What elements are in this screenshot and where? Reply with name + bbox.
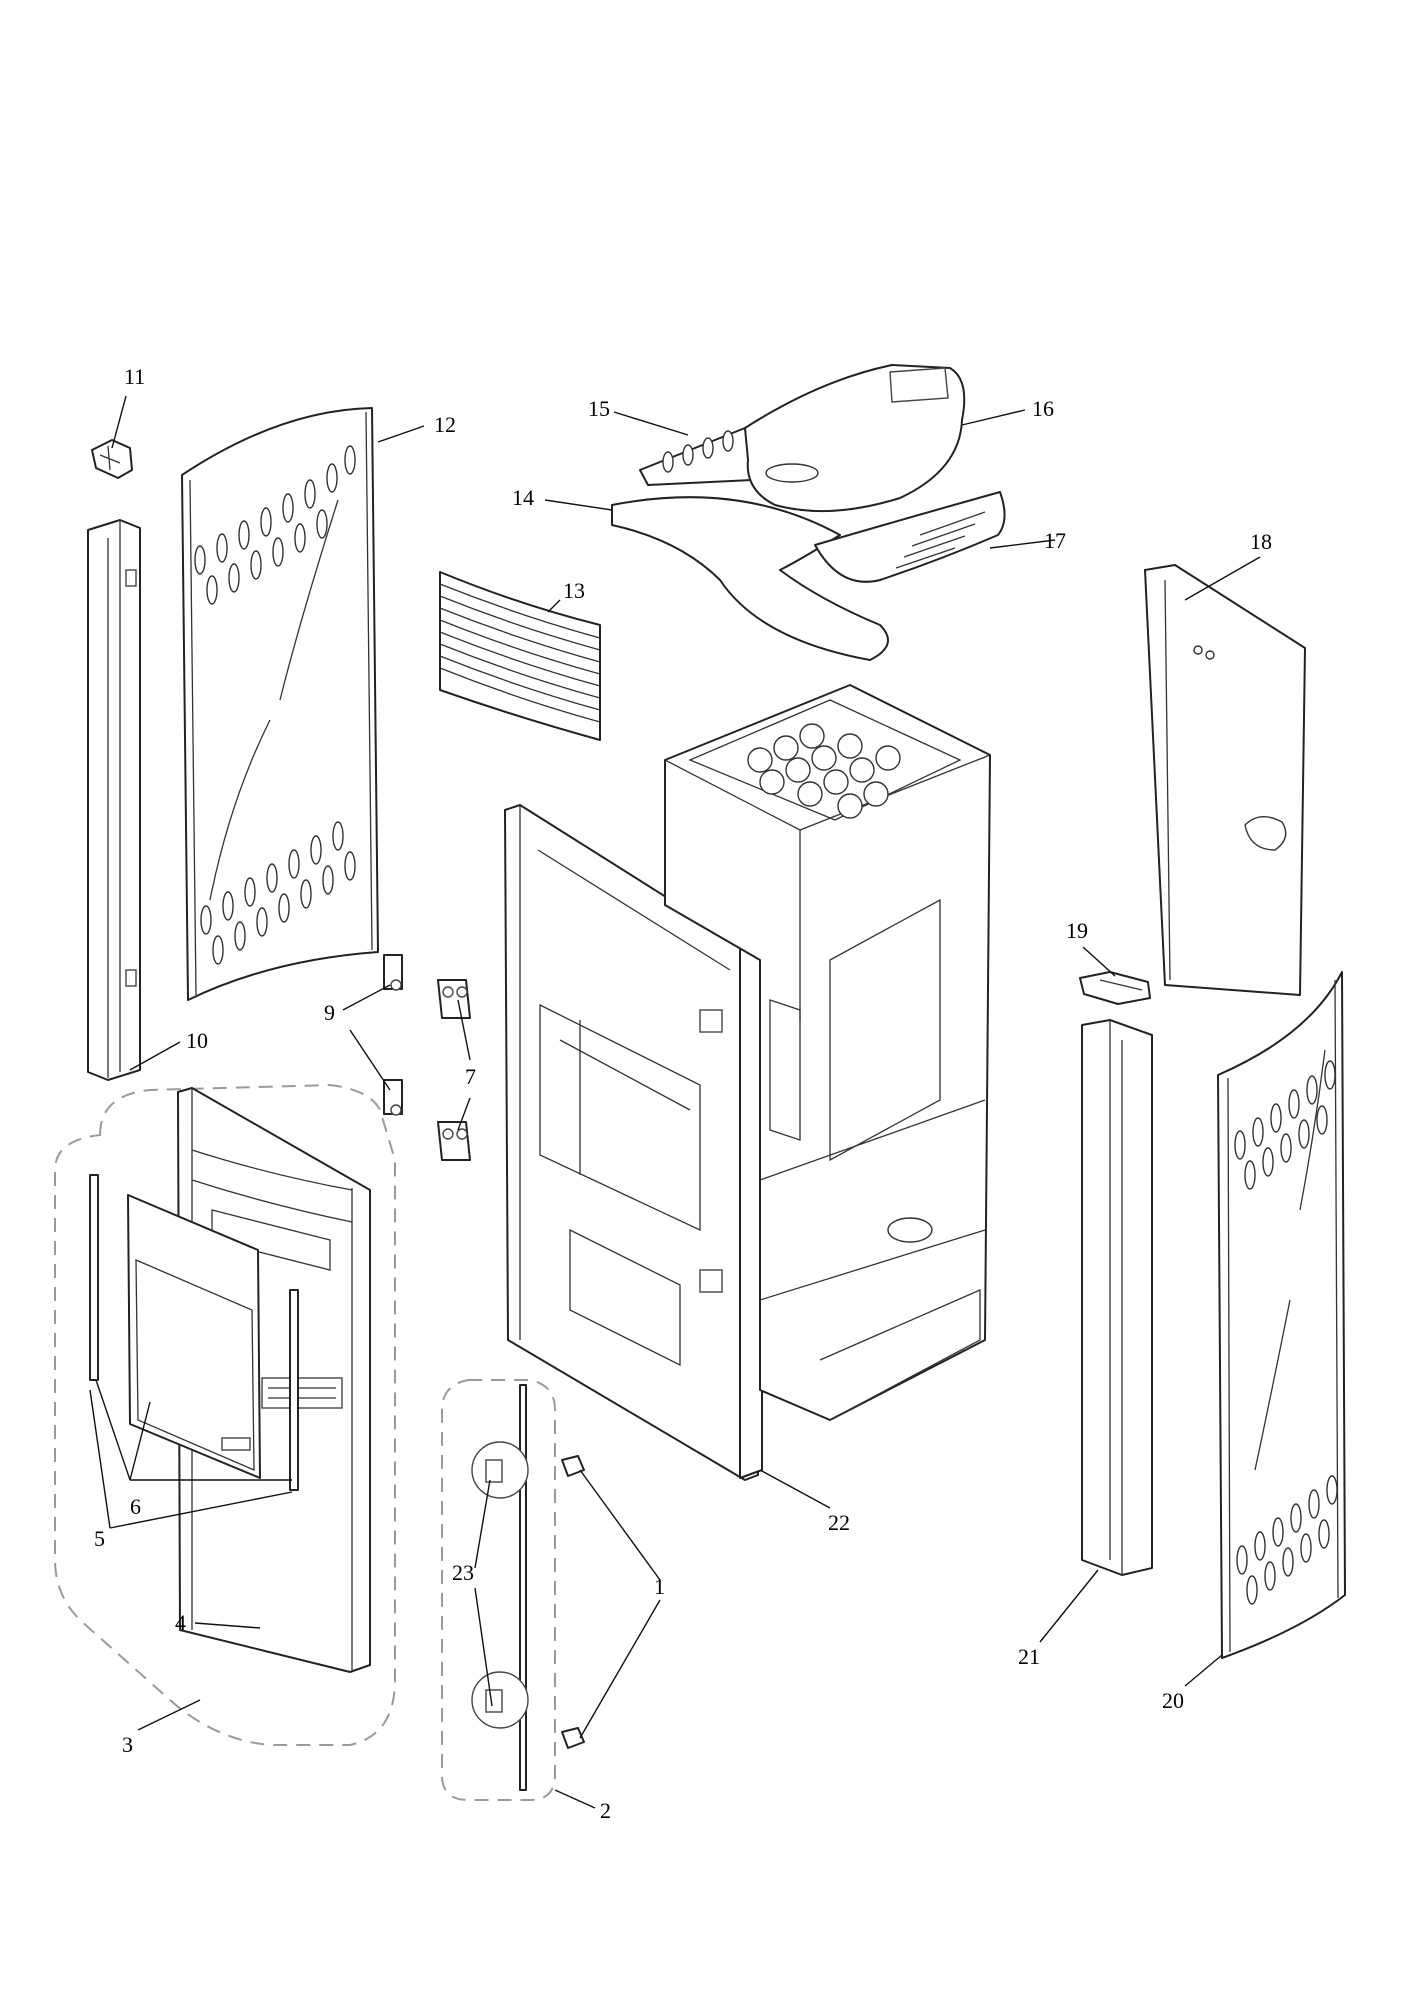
part-5-glass-rods <box>89 1174 299 1491</box>
group-2-hinge-rod-assembly <box>441 1379 556 1801</box>
part-4-door-frame <box>177 1087 371 1673</box>
callout-5: 5 <box>94 1526 105 1551</box>
part-16-top-lid <box>744 364 966 513</box>
callout-23: 23 <box>452 1560 474 1585</box>
callout-15: 15 <box>588 396 610 421</box>
part-15-top-vent-strip <box>639 427 753 486</box>
callout-21: 21 <box>1018 1644 1040 1669</box>
part-20-right-side-panel <box>1217 971 1346 1659</box>
stove-body-chassis <box>664 684 991 1421</box>
callout-12: 12 <box>434 412 456 437</box>
callout-17: 17 <box>1044 528 1066 553</box>
door-vent-grille <box>261 1377 343 1409</box>
part-11-top-bracket <box>91 439 133 479</box>
callout-9: 9 <box>324 1000 335 1025</box>
part-19-right-bracket <box>1079 971 1151 1005</box>
part-1-bolts <box>561 1455 585 1749</box>
callout-18: 18 <box>1250 529 1272 554</box>
part-22-front-frame <box>504 804 763 1481</box>
callout-7: 7 <box>465 1064 476 1089</box>
callout-20: 20 <box>1162 1688 1184 1713</box>
callout-10: 10 <box>186 1028 208 1053</box>
callout-16: 16 <box>1032 396 1054 421</box>
part-14-top-cover-plate <box>611 496 889 661</box>
callout-14: 14 <box>512 485 534 510</box>
part-10-left-corner-profile <box>87 519 141 1081</box>
part-6-glass-panel <box>127 1194 261 1479</box>
callout-1: 1 <box>654 1574 665 1599</box>
callout-3: 3 <box>122 1732 133 1757</box>
part-17-top-right-plate <box>814 491 1006 583</box>
callout-6: 6 <box>130 1494 141 1519</box>
part-9-hinges <box>383 954 403 1116</box>
callout-2: 2 <box>600 1798 611 1823</box>
callout-19: 19 <box>1066 918 1088 943</box>
callout-labels: 11 12 15 16 14 17 13 18 19 9 7 10 6 5 4 … <box>94 364 1272 1823</box>
combustion-grid <box>747 723 901 819</box>
callout-13: 13 <box>563 578 585 603</box>
callout-4: 4 <box>175 1610 186 1635</box>
right-panel-vent-slots <box>1234 1060 1338 1605</box>
part-21-right-corner-profile <box>1081 1019 1153 1576</box>
part-18-rear-panel <box>1144 564 1306 996</box>
group-3-door-assembly <box>54 1083 396 1746</box>
callout-22: 22 <box>828 1510 850 1535</box>
part-12-left-side-panel <box>181 407 379 1001</box>
callout-11: 11 <box>124 364 145 389</box>
part-7-hinge-brackets <box>437 979 471 1161</box>
left-panel-vent-slots <box>194 445 356 965</box>
part-13-top-grille <box>439 571 601 741</box>
leader-lines <box>89 395 1261 1809</box>
